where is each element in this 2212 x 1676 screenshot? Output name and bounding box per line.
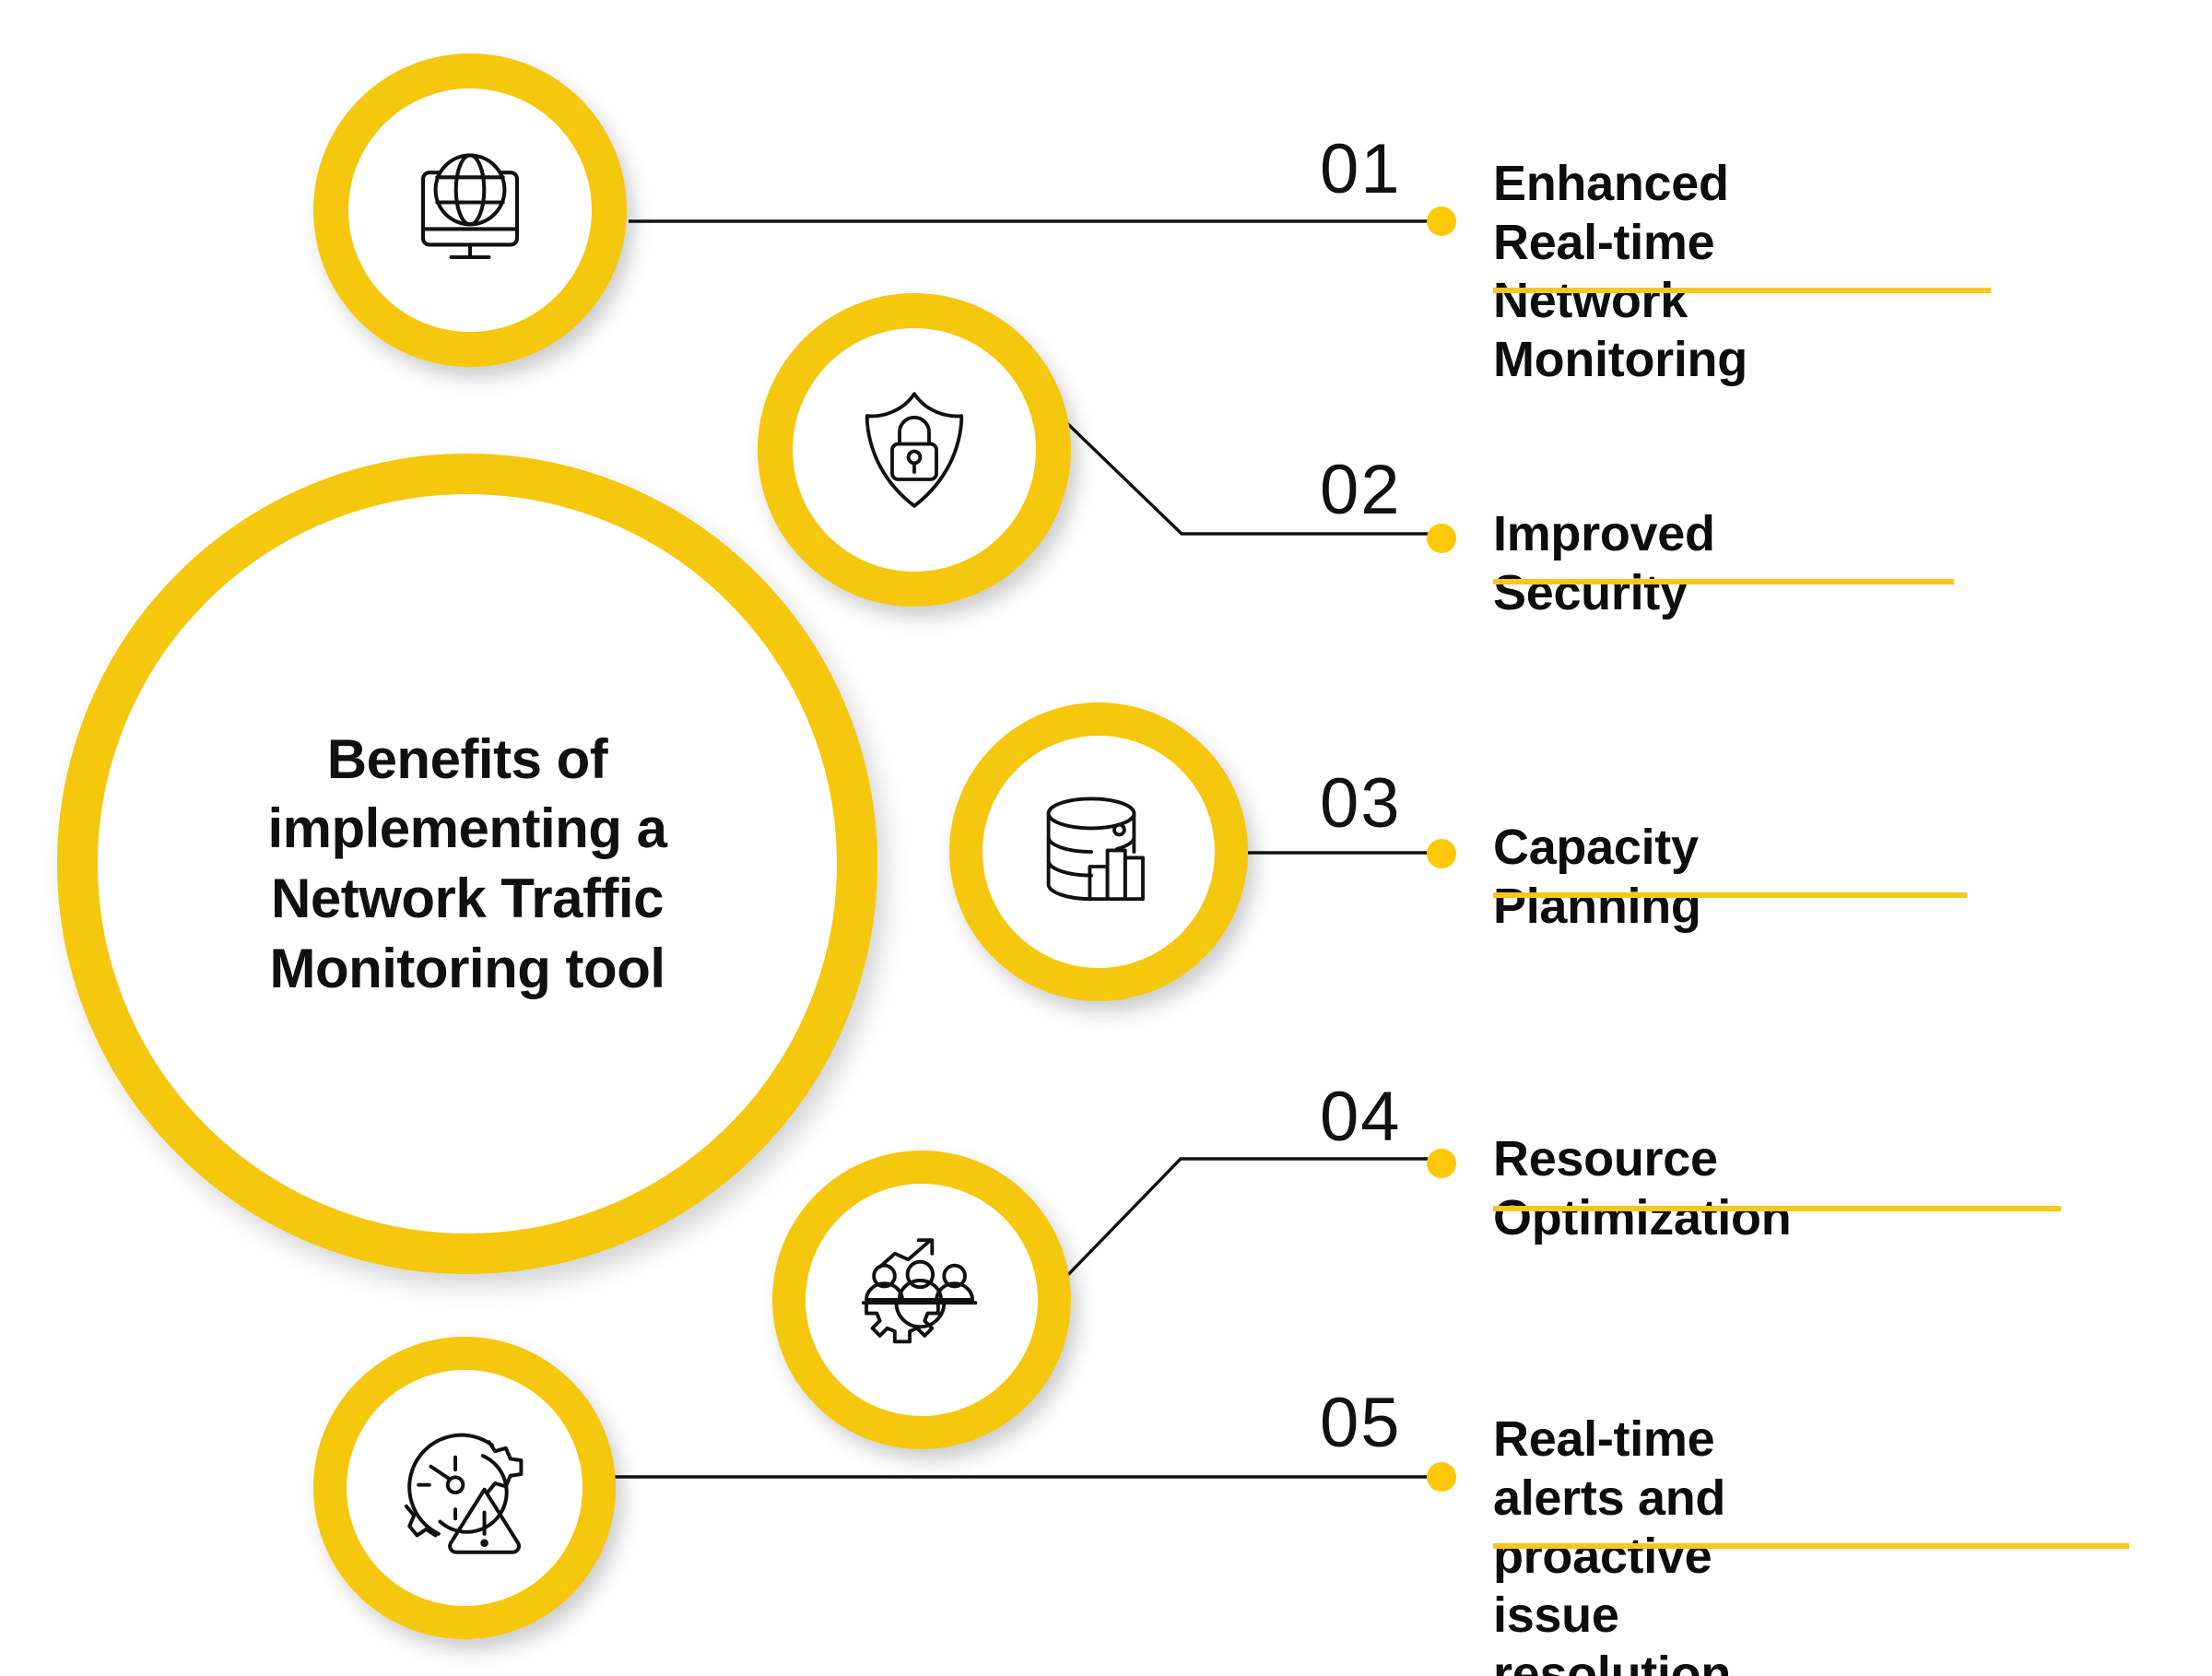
icon-circle-03[interactable] <box>949 702 1248 1001</box>
item-number: 03 <box>1320 764 1402 843</box>
hub-inner: Benefits of implementing a Network Traff… <box>98 725 837 1003</box>
connector-line-04 <box>1053 1157 1434 1290</box>
item-number: 04 <box>1320 1078 1402 1156</box>
database-chart-icon <box>1046 797 1145 902</box>
item-label: Improved Security <box>1493 506 1715 620</box>
item-underline <box>1493 1543 2129 1549</box>
item-label: Real-time alerts and proactive issue res… <box>1493 1411 1732 1676</box>
icon-circle-01[interactable] <box>313 53 627 367</box>
people-gear-growth-icon <box>861 1238 978 1344</box>
item-label: Resource Optimization <box>1493 1131 1792 1245</box>
gauge-gear-alert-icon <box>404 1433 524 1554</box>
hub-circle: Benefits of implementing a Network Traff… <box>57 454 877 1274</box>
shield-lock-icon <box>865 392 964 508</box>
item-label: Capacity Planning <box>1493 820 1701 934</box>
icon-circle-04[interactable] <box>772 1151 1071 1449</box>
item-number: 01 <box>1320 130 1402 208</box>
item-bullet-dot <box>1427 1462 1456 1492</box>
item-underline <box>1493 579 1954 584</box>
item-bullet-dot <box>1427 524 1456 553</box>
item-underline <box>1493 1206 2061 1211</box>
item-bullet-dot <box>1427 207 1456 236</box>
item-bullet-dot <box>1427 839 1456 868</box>
page-title: Benefits of implementing a Network Traff… <box>267 727 667 999</box>
item-bullet-dot <box>1427 1149 1456 1178</box>
item-label: Enhanced Real-time Network Monitoring <box>1493 156 1747 388</box>
icon-circle-05[interactable] <box>313 1337 616 1639</box>
monitor-globe-icon <box>420 153 520 260</box>
icon-circle-02[interactable] <box>758 293 1071 607</box>
item-number: 05 <box>1320 1384 1402 1462</box>
item-underline <box>1493 892 1967 898</box>
item-underline <box>1493 288 1991 293</box>
item-number: 02 <box>1320 451 1402 529</box>
